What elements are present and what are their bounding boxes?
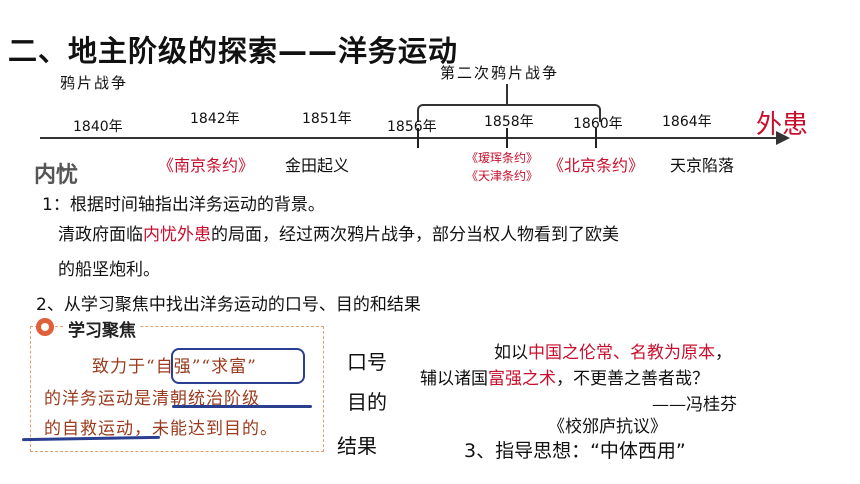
focus-line-2: 的洋务运动是清朝统治阶级: [44, 389, 260, 409]
quote-author: ——冯桂芬: [652, 395, 737, 415]
slogan-highlight-box: [171, 348, 305, 384]
question-1: 1：根据时间轴指出洋务运动的背景。: [42, 195, 325, 215]
answer-1-pre: 清政府面临: [58, 225, 143, 245]
quote-line-2-pre: 辅以诸国: [420, 369, 488, 389]
learning-focus-title: 学习聚焦: [64, 316, 140, 341]
quote-line-1: 如以中国之伦常、名教为原本，: [494, 338, 732, 363]
answer-1-line2: 的船坚炮利。: [58, 260, 160, 280]
second-opium-war-bracket: [417, 104, 601, 122]
bracket-stem: [506, 84, 508, 104]
quote-line-1-pre: 如以: [494, 343, 528, 363]
year-label: 1842年: [190, 111, 240, 127]
year-label: 1860年: [573, 116, 623, 132]
slogan-label: 口号: [347, 350, 387, 374]
year-label: 1840年: [73, 119, 123, 135]
tick-1858: [506, 128, 508, 148]
quote-source: 《校邠庐抗议》: [548, 417, 667, 437]
page-title: 二、地主阶级的探索——洋务运动: [8, 34, 459, 68]
tick-1860: [595, 128, 597, 148]
event-tianjing-fall: 天京陷落: [670, 156, 735, 175]
answer-1-line1: 清政府面临内忧外患的局面，经过两次鸦片战争，部分当权人物看到了欧美: [58, 220, 619, 245]
event-opium-war: 鸦片战争: [60, 74, 129, 92]
question-2: 2、从学习聚焦中找出洋务运动的口号、目的和结果: [36, 295, 421, 315]
answer-1-highlight: 内忧外患: [143, 225, 211, 245]
result-label: 结果: [337, 434, 377, 458]
year-label: 1864年: [662, 114, 712, 130]
purpose-underline: [172, 405, 312, 408]
quote-line-1-red: 中国之伦常、名教为原本: [528, 343, 715, 363]
answer-1-post: 的局面，经过两次鸦片战争，部分当权人物看到了欧美: [211, 225, 619, 245]
external-label: 外患: [756, 110, 809, 140]
quote-line-1-post: ，: [715, 343, 732, 363]
quote-line-2-post: ，不更善之善者哉？: [556, 369, 709, 389]
focus-line-1: 致力于“自强”“求富”: [92, 357, 257, 377]
event-jintian-uprising: 金田起义: [285, 156, 350, 175]
question-3: 3、指导思想：“中体西用”: [464, 440, 686, 462]
timeline-arrow-icon: [776, 131, 790, 145]
purpose-label: 目的: [347, 390, 387, 414]
year-label: 1858年: [484, 114, 534, 130]
timeline-axis: [40, 137, 780, 139]
event-aihui-treaty: 《瑷珲条约》: [466, 151, 539, 165]
quote-line-2: 辅以诸国富强之术，不更善之善者哉？: [420, 364, 709, 389]
learning-focus-box: [30, 326, 324, 452]
internal-label: 内忧: [34, 163, 79, 188]
year-label: 1856年: [387, 119, 437, 135]
event-tianjin-treaty: 《天津条约》: [466, 169, 539, 183]
event-beijing-treaty: 《北京条约》: [548, 156, 645, 175]
quote-line-2-red: 富强之术: [488, 369, 556, 389]
event-second-opium-war: 第二次鸦片战争: [440, 64, 560, 82]
focus-line-3: 的自救运动，未能达到目的。: [44, 419, 278, 439]
tick-1856: [417, 128, 419, 148]
focus-target-icon: [36, 318, 54, 336]
year-label: 1851年: [302, 111, 352, 127]
event-nanjing-treaty: 《南京条约》: [158, 156, 255, 175]
